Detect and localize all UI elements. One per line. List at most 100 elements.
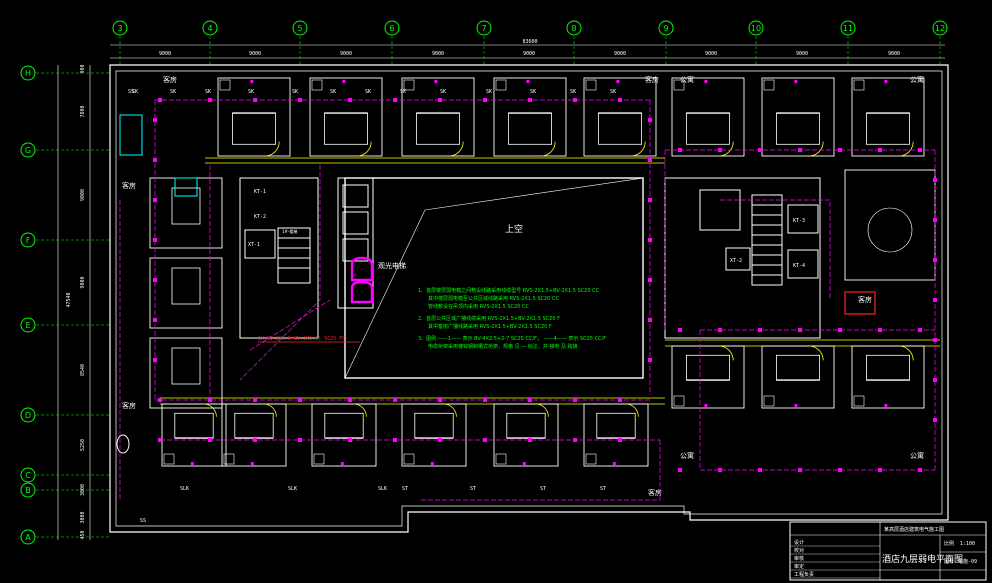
col-label-10: 10 — [751, 24, 761, 33]
top-dim-3: 9000 — [432, 51, 444, 57]
east-suite-curve — [867, 207, 913, 253]
top-dim-7: 9000 — [796, 51, 808, 57]
north-room-5-door-swing — [630, 141, 646, 157]
red-annotation: 1X(BV-2X1.5+BV-2X1.5) SC25 FC — [258, 291, 876, 343]
device-tag-9: SK — [486, 89, 492, 95]
note-1c: 管线敷设在吊顶内采用 RVS-2X1.5 SC20 CC — [428, 303, 529, 310]
wire-run-6 — [239, 165, 321, 381]
device-box-21 — [438, 438, 442, 442]
top-dim-2: 9000 — [340, 51, 352, 57]
device-tag-7: SK — [400, 89, 406, 95]
device-tag-21: SS — [140, 518, 146, 524]
notes-block: 1、首层楼层弱电箱之间敷设线路采用线缆型号 RVS-2X1.5+BV-2X1.5… — [418, 287, 606, 350]
west-room-2-outline — [149, 257, 223, 329]
north-room-3-outline — [401, 77, 475, 157]
south-room-4-door-swing — [443, 403, 457, 417]
note-1b: 其中楼层弱电箱至公共区域线路采用 RVS-2X1.5 SC20 CC — [428, 295, 559, 302]
device-tag-2: SK — [205, 89, 211, 95]
col-label-8: 8 — [571, 24, 576, 33]
stair-1-label: 1#-楼梯 — [282, 228, 297, 234]
device-box-8 — [253, 398, 257, 402]
room-label-e: 客房 — [858, 295, 872, 304]
south-room-2-bathroom — [223, 453, 235, 465]
device-box-5 — [208, 398, 212, 402]
room-label-n-1: 客房 — [645, 75, 659, 84]
corridor-north — [205, 157, 665, 164]
top-axis-group: 3900049000590006900079000890009900010900… — [110, 20, 948, 65]
red-cable-label: 1X(BV-2X1.5+BV-2X1.5) SC25 FC — [258, 336, 345, 342]
ne-room-1-device — [704, 80, 708, 83]
sightseeing-elevator — [350, 256, 374, 304]
col-label-3: 3 — [117, 24, 122, 33]
device-box-26 — [528, 398, 532, 402]
xt-box — [244, 229, 276, 259]
se-room-2-outline — [761, 345, 835, 409]
device-box-69 — [933, 178, 937, 182]
device-tag-5: SK — [330, 89, 336, 95]
note-2b: 其中客房广播线路采用 RVS-2X1.5+BV-2X1.5 SC20 F — [428, 323, 552, 330]
north-room-4-device — [526, 80, 530, 83]
device-box-59 — [153, 198, 157, 202]
device-box-48 — [838, 468, 842, 472]
ne-room-1 — [671, 77, 745, 157]
device-box-32 — [618, 398, 622, 402]
stair-treads — [278, 237, 310, 269]
device-tag-16: ST — [402, 486, 408, 492]
se-room-1 — [671, 345, 745, 409]
device-box-39 — [718, 468, 722, 472]
col-bubble-12 — [932, 20, 948, 36]
row-bubble-F — [20, 232, 36, 248]
device-box-2 — [158, 398, 162, 402]
south-room-1-bathroom — [163, 453, 175, 465]
col-label-11: 11 — [843, 24, 853, 33]
device-tag-10: SK — [530, 89, 536, 95]
device-box-42 — [758, 468, 762, 472]
left-axis-group: HGFEDCBA90078009000900085405250300030004… — [20, 64, 110, 545]
note-2a: 2、首层公共区域广播线缆采用 RVS-2X1.5+BV-2X1.5 SC20 F — [418, 315, 560, 322]
row-bubble-E — [20, 317, 36, 333]
north-room-4-bathroom — [495, 79, 507, 91]
col-bubble-10 — [748, 20, 764, 36]
void-diagonal — [344, 177, 644, 379]
se-room-1-bathroom — [673, 395, 685, 407]
device-tag-13: SLK — [180, 486, 189, 492]
ne-room-3-door-swing — [898, 141, 914, 157]
device-box-64 — [648, 278, 652, 282]
se-room-3-device — [884, 404, 888, 407]
top-dim-5: 9000 — [614, 51, 626, 57]
device-box-43 — [798, 148, 802, 152]
xt-box-2 — [725, 247, 751, 271]
left-dim-5: 5250 — [80, 439, 86, 451]
tb-scale-value: 1:100 — [960, 541, 975, 547]
left-dim-3: 9000 — [80, 276, 86, 288]
upper-void-label: 上空 — [505, 223, 523, 235]
device-tag-0: SK — [132, 89, 138, 95]
device-tag-8: SK — [440, 89, 446, 95]
stair-2 — [751, 194, 783, 286]
room-label-se-1: 公寓 — [680, 451, 694, 460]
device-box-54 — [918, 468, 922, 472]
south-room-5-device — [522, 462, 526, 465]
ne-room-2-door-swing — [808, 141, 824, 157]
north-guest-rooms — [217, 77, 925, 157]
ne-room-3-outline — [851, 77, 925, 157]
device-box-65 — [153, 318, 157, 322]
se-room-1-device — [704, 404, 708, 407]
left-dim-1: 7800 — [80, 105, 86, 117]
north-room-1-outline — [217, 77, 291, 157]
ne-room-2-outline — [761, 77, 835, 157]
inner-wall — [115, 70, 943, 527]
device-tag-14: SLK — [288, 486, 297, 492]
device-tag-12: SK — [610, 89, 616, 95]
se-room-1-door-swing — [718, 345, 734, 361]
device-box-44 — [798, 328, 802, 332]
device-box-41 — [758, 328, 762, 332]
north-room-4-door-swing — [540, 141, 556, 157]
north-room-3-device — [434, 80, 438, 83]
ne-room-3-bathroom — [853, 79, 865, 91]
device-box-58 — [648, 158, 652, 162]
elevator-car-1 — [342, 184, 369, 208]
device-tag-15: SLK — [378, 486, 387, 492]
device-box-56 — [648, 118, 652, 122]
